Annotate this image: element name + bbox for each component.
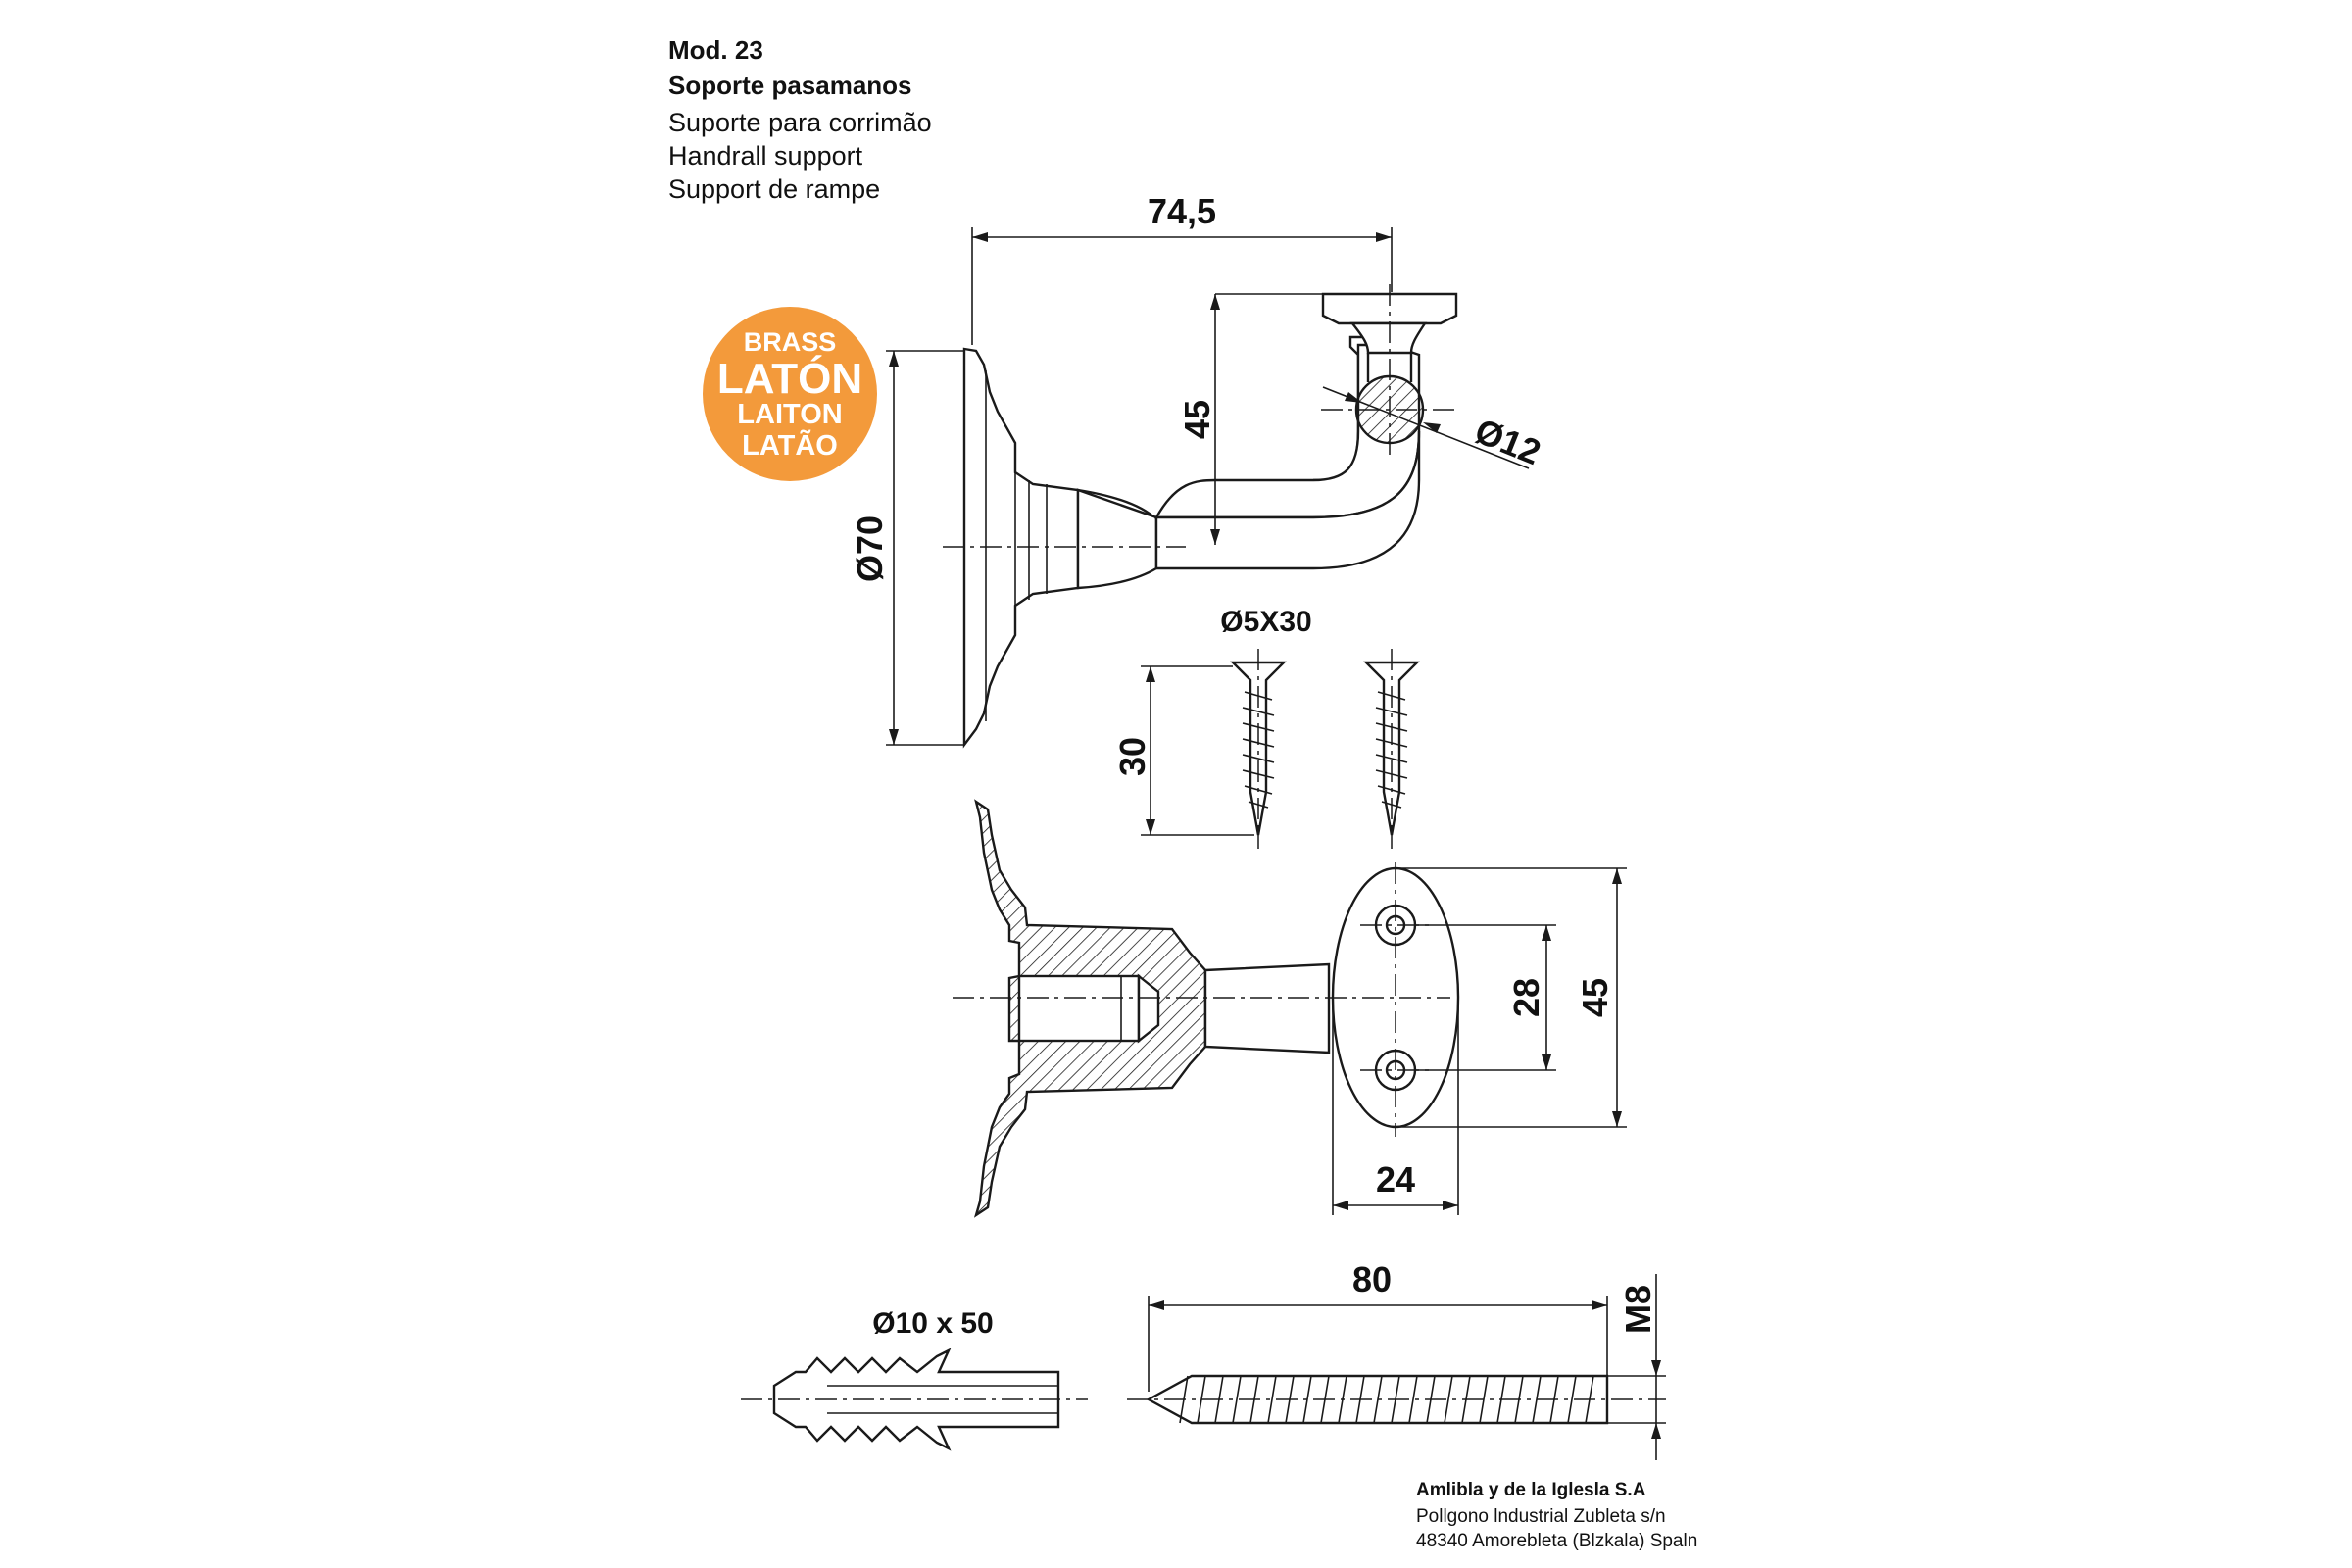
dim-wood-screw-length: 30 [1112,737,1152,776]
bracket-side-view: 74,5 45 Ø12 Ø70 [850,191,1546,749]
dim-plate-width: 24 [1376,1159,1415,1200]
dim-rail-diameter: Ø12 [1469,411,1545,473]
company-address: Pollgono lndustrial Zubleta s/n [1416,1506,1666,1527]
badge-brass: BRASS [744,327,837,357]
company-name: Amlibla y de la Iglesla S.A [1416,1480,1646,1500]
dim-bracket-height: 45 [1177,400,1217,439]
dim-bolt-length: 80 [1352,1259,1392,1299]
dim-bolt-thread: M8 [1618,1285,1658,1334]
badge-laton: LATÓN [717,354,862,403]
dim-base-diameter: Ø70 [850,515,890,582]
title-spanish: Soporte pasamanos [668,71,912,100]
badge-latao: LATÃO [742,428,838,462]
title-english: Handrall support [668,141,863,171]
lag-bolt: 80 M8 [1127,1259,1666,1460]
dim-plate-height: 45 [1575,978,1615,1017]
dim-wood-screw: Ø5X30 [1220,606,1311,638]
material-badge: BRASS LATÓN LAITON LATÃO [703,307,877,481]
dim-hole-spacing: 28 [1506,978,1546,1017]
wall-plug: Ø10 x 50 [741,1307,1088,1451]
title-portuguese: Suporte para corrimão [668,108,932,137]
wood-screws: Ø5X30 30 [1112,606,1420,849]
badge-circle [703,307,877,481]
dim-wall-plug: Ø10 x 50 [872,1307,993,1340]
company-city: 48340 Amorebleta (Blzkala) Spaln [1416,1531,1698,1551]
badge-laiton: LAITON [737,399,842,430]
model-number: Mod. 23 [668,35,763,65]
bracket-section-view: 28 45 24 [953,799,1627,1218]
title-french: Support de rampe [668,174,881,204]
dim-bracket-length: 74,5 [1148,191,1216,231]
